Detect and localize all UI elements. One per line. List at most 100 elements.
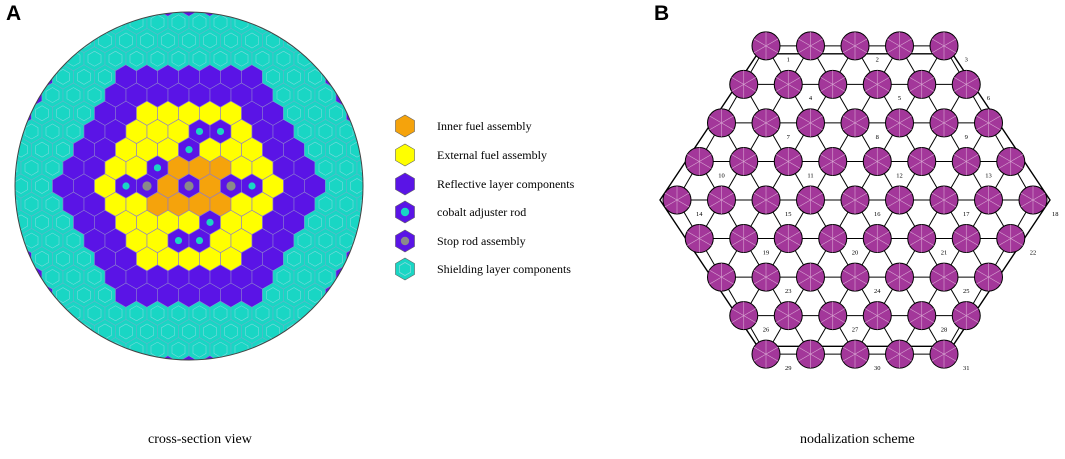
shield-ring [192,50,207,67]
rod-spoke [877,84,890,92]
rod-spoke [775,238,789,246]
shield-ring [308,287,322,303]
rod-spoke [810,122,823,131]
shield-ring [66,232,81,249]
shield-ring [350,178,363,194]
shield-ring [56,141,70,158]
node-number: 4 [809,95,813,102]
node-number: 27 [852,326,859,333]
control-rod-node [840,31,870,61]
rod-spoke [854,45,868,54]
legend-label: Inner fuel assembly [437,119,532,133]
shield-ring [192,305,207,322]
core-boundary [14,11,364,361]
rod-spoke [731,77,744,85]
legend-label: Reflective layer components [437,177,575,191]
cross-section-view [15,12,363,360]
stop-rod-dot [184,181,194,191]
rod-spoke [788,238,801,246]
control-rod-node [885,262,914,292]
shield-ring [35,250,49,267]
panel-a-letter: A [6,2,22,25]
rod-spoke [664,199,678,208]
legend-label: cobalt adjuster rod [437,205,526,219]
shield-ring [213,50,228,67]
shield-ring [35,214,49,231]
rod-spoke [909,84,922,92]
rod-spoke [966,161,979,169]
rod-spoke [820,154,833,162]
shield-ring [150,50,165,67]
rod-spoke [943,346,957,355]
shield-ring [87,269,102,285]
shield-ring [171,305,186,322]
rod-spoke [832,231,846,239]
rod-spoke [921,308,935,316]
rod-spoke [953,231,967,239]
rod-spoke [921,238,935,246]
node-number: 3 [965,57,968,64]
control-rod-node [818,301,848,331]
control-rod-node [1018,185,1048,215]
control-rod-node [796,185,825,215]
shield-ring [318,87,333,103]
control-rod-node [951,146,981,176]
shield-ring [77,287,91,303]
rod-spoke [820,77,833,85]
rod-spoke [810,192,823,201]
control-rod-node [796,31,825,61]
rod-spoke [842,122,856,131]
shield-ring [56,105,70,122]
control-rod-node [662,185,692,215]
shield-ring [15,159,18,176]
legend-item: Shielding layer components [395,257,571,281]
rod-spoke [798,346,811,355]
shield-ring [329,141,343,158]
node-number: 6 [987,95,991,102]
legend-item: Stop rod assembly [395,229,526,253]
rod-spoke [842,276,856,285]
rod-spoke [887,353,900,362]
cobalt-rod-dot [216,127,225,136]
shield-ring [150,14,165,31]
control-rod-node [951,224,981,254]
node-number: 10 [718,172,725,179]
rod-spoke [1010,231,1024,239]
shield-ring [255,305,270,322]
shield-ring [182,323,196,340]
rod-spoke [921,77,935,85]
rod-spoke [775,315,789,323]
rod-spoke [943,38,957,47]
rod-spoke [864,154,878,162]
rod-spoke [953,84,967,92]
shield-ring [318,269,333,285]
shield-ring [45,196,60,213]
rod-spoke [753,122,767,131]
control-rod-node [729,224,759,254]
rod-spoke [842,353,856,362]
rod-spoke [810,115,823,124]
rod-spoke [743,154,757,162]
rod-spoke [899,276,912,285]
rod-spoke [864,308,878,316]
rod-spoke [887,269,900,278]
rod-spoke [686,161,700,169]
shield-ring [276,87,291,103]
shield-ring [108,305,123,322]
shield-ring [119,32,133,49]
legend-item: External fuel assembly [395,143,547,167]
shield-ring [213,14,228,31]
rod-spoke [765,269,779,278]
shield-ring [15,141,28,158]
shield-ring [329,105,343,122]
rod-spoke [887,45,900,54]
legend-swatch [395,172,415,196]
legend-swatch-dot [400,207,410,217]
rod-spoke [721,192,734,201]
rod-spoke [966,231,979,239]
rod-spoke [1032,192,1046,201]
node-number: 5 [898,95,901,102]
rod-spoke [842,346,856,355]
rod-spoke [1020,199,1034,208]
